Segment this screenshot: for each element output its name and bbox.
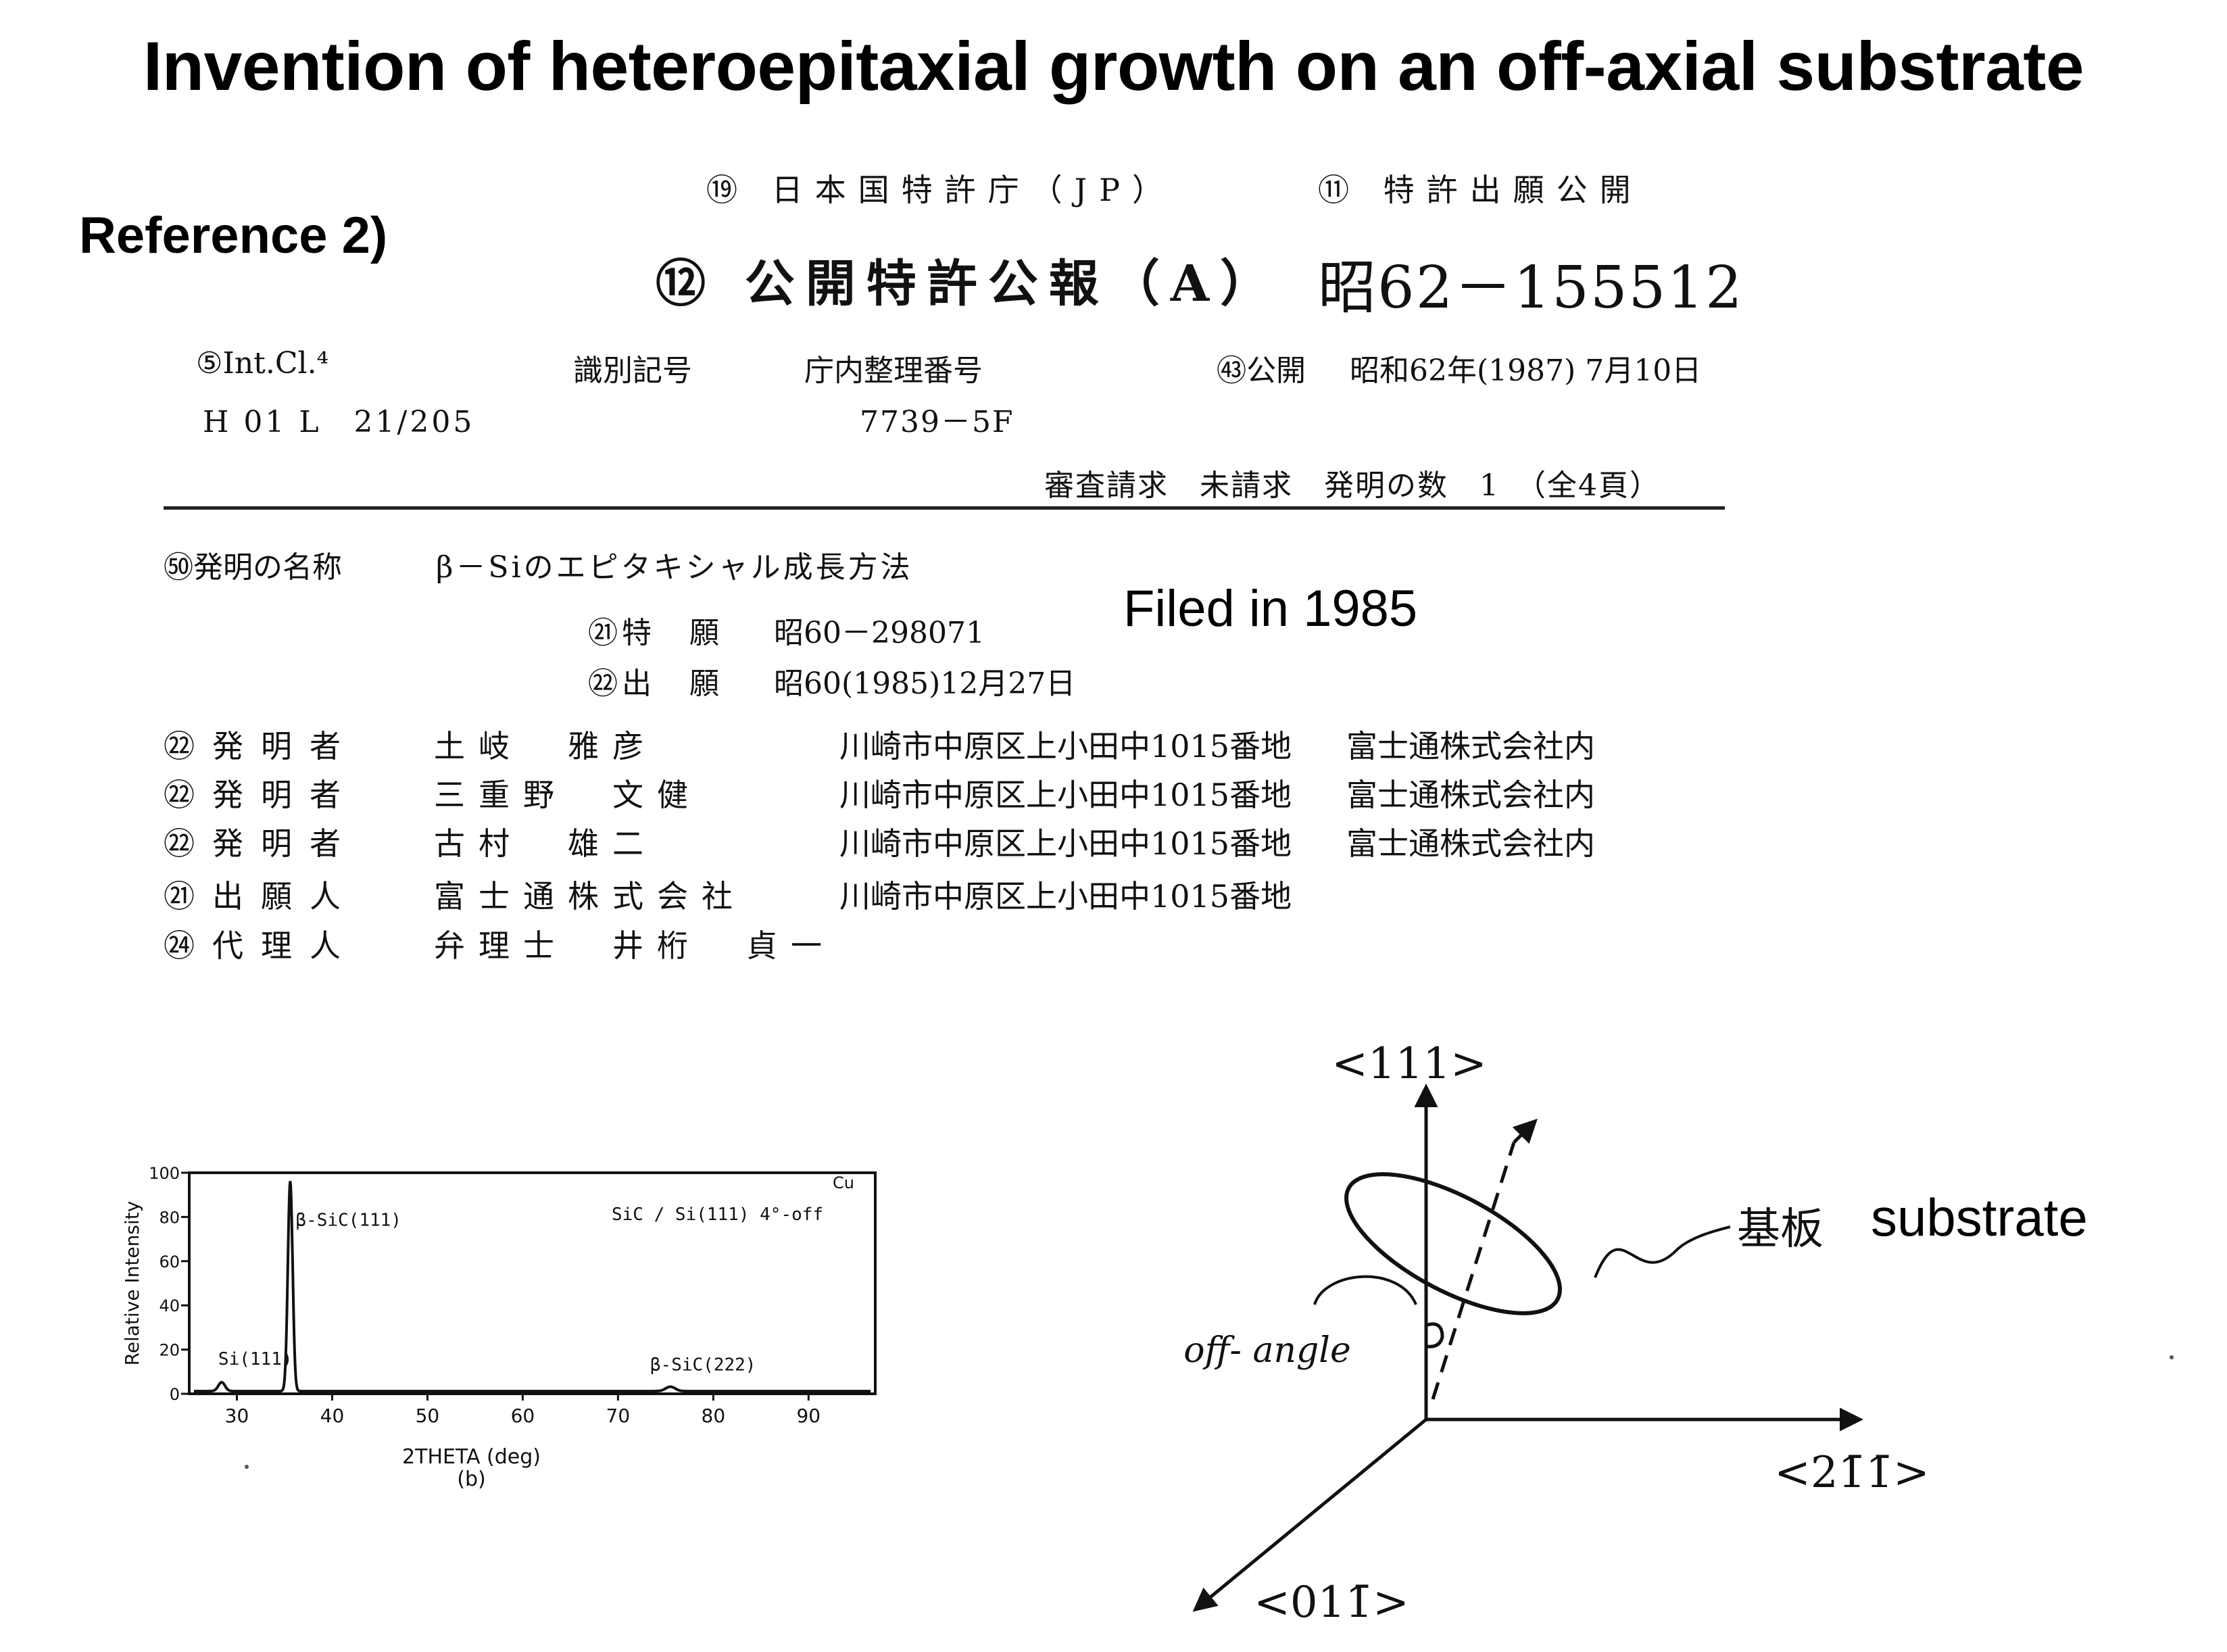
- y-tick-label: 100: [149, 1164, 180, 1183]
- y-axis-label: Relative Intensity: [121, 1201, 143, 1366]
- party-role: ㉒発明者: [164, 825, 358, 862]
- party-name: 三重野 文健: [434, 777, 702, 813]
- filing-date: 昭60(1985)12月27日: [774, 666, 1076, 701]
- party-address: 川崎市中原区上小田中1015番地: [839, 878, 1292, 915]
- orientation-diagram: <111> <21̄1̄> <011̄> off- angle 基板: [1183, 1039, 1929, 1628]
- int-cl-label: ⑤Int.Cl.⁴: [196, 346, 329, 381]
- pub-date-value: 昭和62年(1987) 7月10日: [1350, 354, 1702, 388]
- party-role: ㉔代理人: [164, 927, 358, 964]
- party-role: ㉒発明者: [164, 777, 358, 813]
- off-angle-label: off- angle: [1183, 1330, 1350, 1371]
- party-role: ㉒発明者: [164, 728, 358, 764]
- scan-speck: [2170, 1355, 2174, 1359]
- substrate-normal: [1431, 1142, 1516, 1400]
- peak-label: β-SiC(111): [295, 1210, 401, 1230]
- invention-title-label: ㊿発明の名称: [164, 550, 342, 585]
- party-role: ㉑出願人: [164, 878, 358, 915]
- int-cl-value: H 01 L 21/205: [203, 405, 475, 439]
- publication-kind: ⑪ 特許出願公開: [1318, 172, 1643, 208]
- party-address: 川崎市中原区上小田中1015番地: [839, 777, 1292, 813]
- reference-label: Reference 2): [79, 207, 388, 264]
- invention-title: β－Siのエピタキシャル成長方法: [436, 550, 913, 585]
- ident-label: 識別記号: [573, 354, 692, 388]
- x-tick-label: 90: [796, 1405, 821, 1427]
- examination-status: 審査請求 未請求 発明の数 1 （全4頁）: [1044, 468, 1661, 503]
- sample-label: SiC / Si(111) 4°-off: [612, 1205, 823, 1225]
- filing-label: ㉒出 願: [588, 666, 723, 701]
- off-angle-leader: [1313, 1275, 1417, 1305]
- office-number-label: 庁内整理番号: [804, 354, 983, 388]
- axis-111-label: <111>: [1331, 1039, 1486, 1089]
- slide-title: Invention of heteroepitaxial growth on a…: [143, 28, 2084, 105]
- plot-border: [188, 1171, 877, 1395]
- x-axis-label: 2THETA (deg): [402, 1445, 541, 1469]
- scan-speck: [245, 1465, 249, 1469]
- party-name: 富士通株式会社: [434, 878, 746, 915]
- party-name: 古村 雄二: [434, 825, 657, 862]
- x-tick-label: 70: [606, 1405, 631, 1427]
- office-number-value: 7739－5F: [860, 405, 1014, 439]
- pub-date-label: ㊸公開: [1217, 354, 1306, 388]
- axis-011: [1192, 1418, 1427, 1612]
- substrate-label: substrate: [1871, 1188, 2088, 1247]
- x-tick-label: 30: [225, 1405, 249, 1427]
- peak-labels: Si(111) β-SiC(111) β-SiC(222): [218, 1210, 756, 1375]
- x-tick-label: 60: [511, 1405, 535, 1427]
- x-axis-ticks: 30 40 50 60 70 80 90: [225, 1394, 821, 1427]
- x-tick-label: 40: [320, 1405, 345, 1427]
- header-divider: [164, 506, 1725, 510]
- party-org: 富士通株式会社内: [1346, 777, 1595, 813]
- peak-label: β-SiC(222): [650, 1355, 756, 1375]
- application-label: ㉑特 願: [588, 616, 723, 650]
- y-tick-label: 40: [159, 1296, 180, 1315]
- off-angle-arc: [1427, 1322, 1444, 1349]
- application-number: 昭60－298071: [774, 616, 985, 650]
- gazette-title: ⑫ 公開特許公報（A）: [656, 255, 1281, 313]
- substrate-ellipse: [1344, 1172, 1562, 1315]
- y-tick-label: 80: [159, 1208, 180, 1227]
- peak-label: Si(111): [218, 1349, 293, 1369]
- x-tick-label: 50: [416, 1405, 440, 1427]
- y-tick-label: 0: [170, 1385, 180, 1404]
- party-address: 川崎市中原区上小田中1015番地: [839, 825, 1292, 862]
- source-label: Cu: [833, 1173, 854, 1192]
- party-address: 川崎市中原区上小田中1015番地: [839, 728, 1292, 764]
- axis-011-label: <011̄>: [1254, 1578, 1409, 1628]
- party-name: 弁理士 井桁 貞一: [434, 927, 835, 964]
- axis-211-label: <21̄1̄>: [1774, 1448, 1929, 1498]
- substrate-jp-label: 基板: [1737, 1205, 1824, 1255]
- substrate-leader: [1594, 1225, 1731, 1278]
- plot-frame: [188, 1171, 877, 1395]
- party-org: 富士通株式会社内: [1346, 728, 1595, 764]
- xrd-chart: 0 20 40 60 80 100 30 40 50 60 70 80 90 Si(111) β-SiC…: [121, 1164, 877, 1491]
- y-axis-ticks: 0 20 40 60 80 100: [149, 1164, 189, 1404]
- normal-arrowhead: [1512, 1119, 1538, 1144]
- y-tick-label: 60: [159, 1253, 180, 1271]
- chart-caption: (b): [457, 1467, 485, 1491]
- diffraction-trace: [194, 1181, 871, 1393]
- filed-note: Filed in 1985: [1123, 580, 1418, 637]
- y-tick-label: 20: [159, 1341, 180, 1360]
- party-org: 富士通株式会社内: [1346, 825, 1595, 862]
- x-tick-label: 80: [702, 1405, 726, 1427]
- party-name: 土岐 雅彦: [434, 728, 657, 764]
- publication-number: 昭62－155512: [1318, 254, 1744, 322]
- patent-office: ⑲ 日本国特許庁（JP）: [706, 172, 1176, 208]
